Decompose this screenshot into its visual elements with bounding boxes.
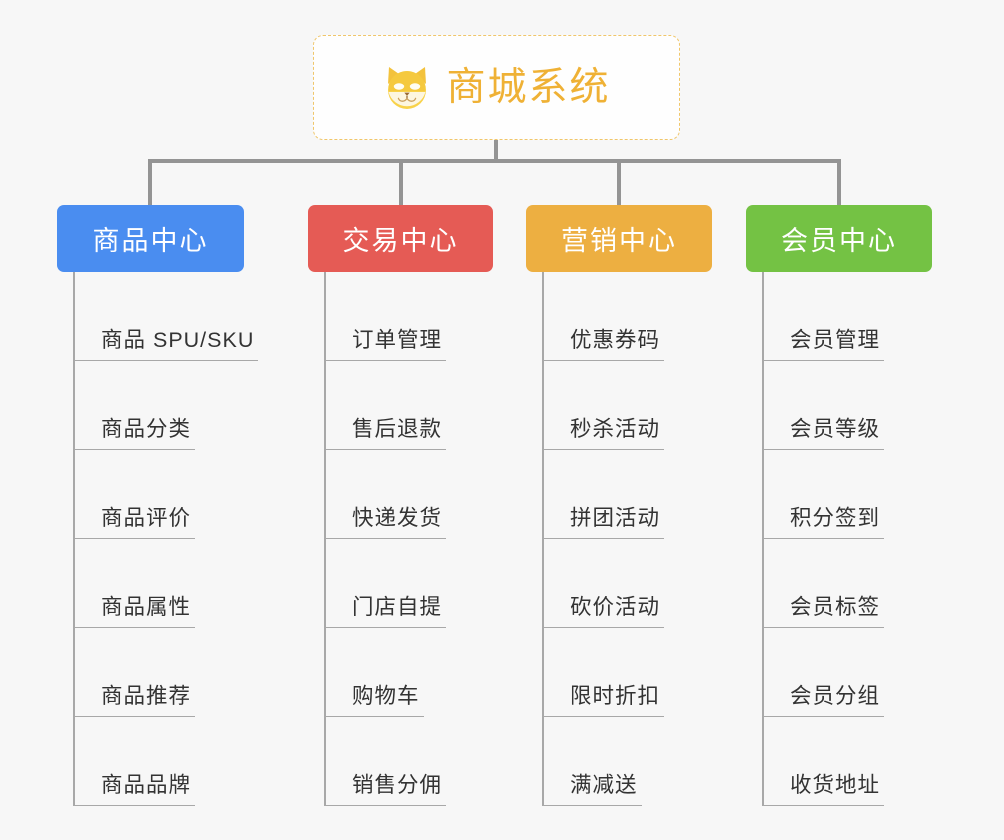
list-item[interactable]: 商品评价 — [73, 450, 258, 539]
list-item-label: 会员分组 — [762, 685, 885, 717]
list-item-label: 商品评价 — [73, 507, 196, 539]
branch-spine — [542, 272, 544, 806]
list-item[interactable]: 砍价活动 — [542, 539, 665, 628]
list-item[interactable]: 积分签到 — [762, 450, 885, 539]
list-item-label: 优惠券码 — [542, 329, 665, 361]
list-item-label: 购物车 — [324, 685, 424, 717]
root-node[interactable]: 商城系统 — [313, 35, 680, 140]
list-item[interactable]: 商品品牌 — [73, 717, 258, 806]
list-item[interactable]: 订单管理 — [324, 272, 447, 361]
list-item-label: 砍价活动 — [542, 596, 665, 628]
branch-items: 优惠券码 秒杀活动 拼团活动 砍价活动 限时折扣 满减送 — [542, 272, 665, 806]
list-item[interactable]: 商品分类 — [73, 361, 258, 450]
list-item[interactable]: 售后退款 — [324, 361, 447, 450]
list-item[interactable]: 门店自提 — [324, 539, 447, 628]
list-item[interactable]: 会员分组 — [762, 628, 885, 717]
connector-horizontal-bar — [150, 159, 840, 163]
connector-drop-2 — [399, 159, 403, 206]
list-item-label: 商品分类 — [73, 418, 196, 450]
shiba-dog-icon — [382, 64, 432, 112]
connector-drop-4 — [837, 159, 841, 206]
list-item[interactable]: 优惠券码 — [542, 272, 665, 361]
list-item-label: 会员等级 — [762, 418, 885, 450]
list-item[interactable]: 秒杀活动 — [542, 361, 665, 450]
list-item-label: 会员管理 — [762, 329, 885, 361]
list-item[interactable]: 拼团活动 — [542, 450, 665, 539]
branch-spine — [324, 272, 326, 806]
list-item[interactable]: 商品 SPU/SKU — [73, 272, 259, 361]
list-item-label: 限时折扣 — [542, 685, 665, 717]
category-box-4[interactable]: 会员中心 — [746, 205, 932, 272]
list-item-label: 积分签到 — [762, 507, 885, 539]
list-item-label: 会员标签 — [762, 596, 885, 628]
list-item[interactable]: 销售分佣 — [324, 717, 447, 806]
connector-root-stub — [494, 140, 498, 161]
list-item-label: 商品推荐 — [73, 685, 196, 717]
list-item-label: 商品品牌 — [73, 774, 196, 806]
branch-items: 商品 SPU/SKU 商品分类 商品评价 商品属性 商品推荐 商品品牌 — [73, 272, 259, 806]
list-item-label: 满减送 — [542, 774, 642, 806]
category-box-1[interactable]: 商品中心 — [57, 205, 244, 272]
list-item-label: 售后退款 — [324, 418, 447, 450]
list-item[interactable]: 会员管理 — [762, 272, 885, 361]
root-title: 商城系统 — [446, 66, 611, 109]
list-item[interactable]: 收货地址 — [762, 717, 885, 806]
list-item-label: 商品 SPU/SKU — [73, 329, 259, 361]
list-item-label: 商品属性 — [73, 596, 196, 628]
connector-drop-1 — [148, 159, 152, 206]
category-box-3[interactable]: 营销中心 — [526, 205, 712, 272]
branch-spine — [762, 272, 764, 806]
list-item-label: 快递发货 — [324, 507, 447, 539]
category-box-2[interactable]: 交易中心 — [308, 205, 493, 272]
branch-items: 会员管理 会员等级 积分签到 会员标签 会员分组 收货地址 — [762, 272, 885, 806]
list-item-label: 销售分佣 — [324, 774, 447, 806]
list-item[interactable]: 限时折扣 — [542, 628, 665, 717]
list-item[interactable]: 满减送 — [542, 717, 664, 806]
list-item-label: 拼团活动 — [542, 507, 665, 539]
list-item-label: 收货地址 — [762, 774, 885, 806]
list-item-label: 门店自提 — [324, 596, 447, 628]
list-item[interactable]: 商品属性 — [73, 539, 258, 628]
list-item[interactable]: 会员标签 — [762, 539, 885, 628]
list-item[interactable]: 商品推荐 — [73, 628, 258, 717]
list-item[interactable]: 快递发货 — [324, 450, 447, 539]
connector-drop-3 — [617, 159, 621, 206]
list-item-label: 秒杀活动 — [542, 418, 665, 450]
list-item[interactable]: 购物车 — [324, 628, 446, 717]
list-item[interactable]: 会员等级 — [762, 361, 885, 450]
list-item-label: 订单管理 — [324, 329, 447, 361]
branch-items: 订单管理 售后退款 快递发货 门店自提 购物车 销售分佣 — [324, 272, 447, 806]
branch-spine — [73, 272, 75, 806]
